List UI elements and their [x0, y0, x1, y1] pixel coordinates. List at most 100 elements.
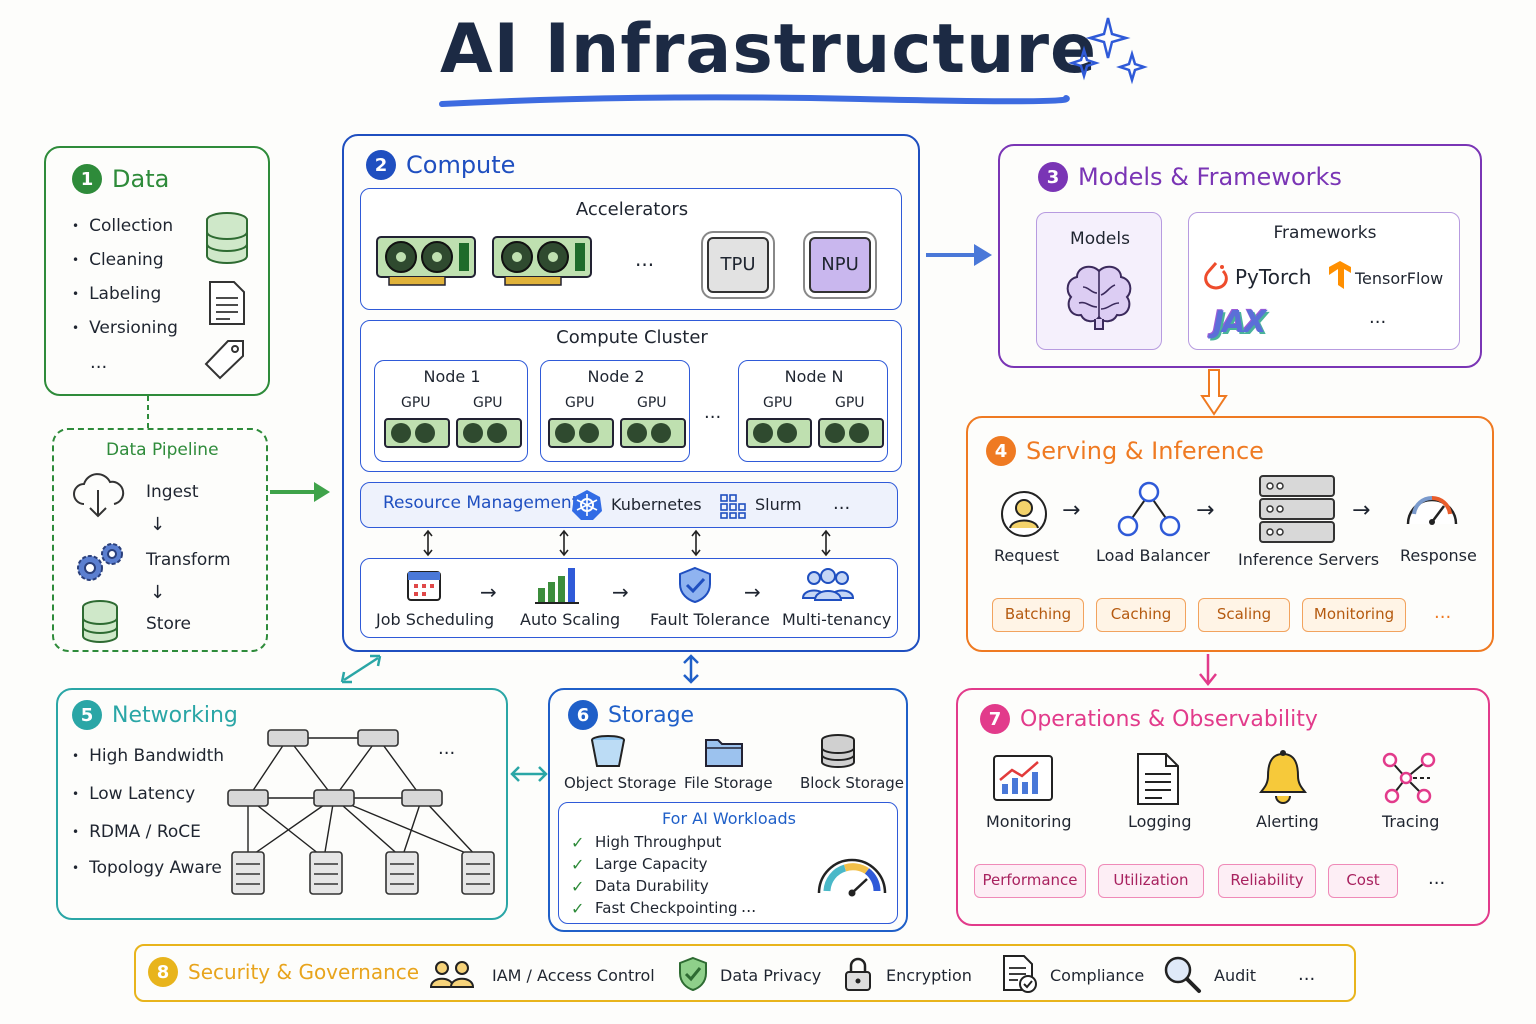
storage-type: File Storage: [684, 774, 773, 792]
pipeline-arrow: ↓: [150, 582, 166, 603]
check-icon: ✓: [571, 877, 585, 896]
section-number: 3: [1038, 162, 1068, 192]
tag-icon: [204, 340, 244, 380]
title-underline: [439, 94, 1070, 107]
arrow-models-to-serving: [1200, 369, 1228, 416]
database-icon: [821, 734, 855, 768]
workloads-title: For AI Workloads: [662, 809, 796, 828]
ops-chip: Utilization: [1098, 864, 1204, 898]
bell-icon: [1258, 750, 1308, 804]
bucket-icon: [591, 735, 625, 767]
section-number: 4: [986, 436, 1016, 466]
section-number: 5: [72, 700, 102, 730]
serving-chip: Caching: [1096, 598, 1186, 632]
flow-arrow: →: [480, 580, 497, 604]
node-card: Node 2 GPU GPU: [540, 360, 690, 462]
serving-step: Inference Servers: [1238, 550, 1380, 569]
resource-more: ...: [833, 493, 851, 514]
serving-step: Request: [994, 546, 1059, 565]
cluster-title: Compute Cluster: [556, 327, 708, 348]
resource-title: Resource Management: [383, 493, 579, 513]
models-panel: Models: [1036, 212, 1162, 350]
networking-item: High Bandwidth: [72, 746, 224, 766]
npu-chip: NPU: [809, 237, 871, 293]
security-more: ...: [1298, 964, 1316, 985]
gpu-label: GPU: [763, 395, 793, 411]
lock-icon: [845, 957, 871, 991]
models-label: Models: [1070, 229, 1130, 249]
section-title: Storage: [608, 702, 695, 728]
workload-item: Fast Checkpointing: [595, 899, 738, 917]
kubernetes-icon: [572, 490, 602, 520]
frameworks-panel: Frameworks PyTorch TensorFlow JAX ...: [1188, 212, 1460, 350]
gpu-label: GPU: [637, 395, 667, 411]
resource-item: Slurm: [755, 495, 802, 514]
folder-icon: [705, 739, 743, 767]
cluster-more: ...: [704, 402, 722, 423]
workload-item: Large Capacity: [595, 855, 708, 873]
database-icon: [82, 600, 118, 643]
data-item: Labeling: [72, 284, 161, 304]
tpu-chip: TPU: [707, 237, 769, 293]
serving-more: ...: [1434, 602, 1452, 623]
flow-arrow: →: [612, 580, 629, 604]
data-more: ...: [90, 352, 108, 373]
ops-item: Logging: [1128, 812, 1192, 831]
node-name: Node 2: [587, 367, 645, 386]
framework-item: PyTorch: [1235, 265, 1312, 289]
frameworks-more: ...: [1369, 307, 1387, 328]
slurm-icon: [720, 494, 746, 519]
gpu-card-icon: [376, 236, 476, 286]
workload-item: Data Durability: [595, 877, 709, 895]
node-card: Node N GPU GPU: [738, 360, 888, 462]
speedometer-icon: [1406, 495, 1458, 525]
load-balancer-icon: [1117, 481, 1181, 537]
security-item: Compliance: [1050, 966, 1145, 985]
networking-item: Topology Aware: [72, 858, 222, 878]
arrow-compute-to-storage: [683, 654, 699, 684]
ops-item: Monitoring: [986, 812, 1072, 831]
log-document-icon: [1137, 753, 1179, 805]
bar-chart-icon: [535, 568, 579, 604]
page-title: AI Infrastructure: [440, 10, 1098, 89]
section-title: Models & Frameworks: [1078, 163, 1342, 191]
serving-chip: Monitoring: [1302, 598, 1406, 632]
arrow-compute-to-networking: [340, 654, 382, 684]
networking-item: Low Latency: [72, 784, 195, 804]
flow-arrow: →: [1196, 498, 1215, 523]
sparkle-icon: [1068, 17, 1148, 85]
gpu-label: GPU: [473, 395, 503, 411]
serving-step: Response: [1400, 546, 1477, 565]
section-number: 8: [148, 957, 178, 987]
ops-chip: Performance: [974, 864, 1086, 898]
ops-chip: Cost: [1328, 864, 1398, 898]
brain-icon: [1066, 265, 1132, 330]
serving-chip: Batching: [992, 598, 1084, 632]
ops-chip: Reliability: [1218, 864, 1316, 898]
data-item: Collection: [72, 216, 173, 236]
security-item: Audit: [1214, 966, 1256, 985]
flow-arrow: →: [1352, 498, 1371, 523]
arrow-networking-to-storage: [510, 766, 548, 782]
ops-item: Tracing: [1382, 812, 1440, 831]
gauge-icon: [817, 858, 887, 897]
serving-chip: Scaling: [1198, 598, 1290, 632]
section-number: 6: [568, 700, 598, 730]
calendar-icon: [407, 571, 441, 601]
users-icon: [801, 568, 855, 601]
user-icon: [1001, 491, 1047, 537]
users-icon: [429, 961, 475, 988]
data-item: Versioning: [72, 318, 178, 338]
compute-feature: Auto Scaling: [520, 610, 621, 629]
flow-arrow: →: [1062, 498, 1081, 523]
framework-item: TensorFlow: [1355, 269, 1444, 288]
storage-type: Block Storage: [800, 774, 905, 792]
gears-icon: [77, 543, 123, 581]
data-item: Cleaning: [72, 250, 164, 270]
security-item: Data Privacy: [720, 966, 822, 985]
gpu-card-icon: [384, 418, 522, 448]
accelerators-title: Accelerators: [575, 199, 689, 220]
